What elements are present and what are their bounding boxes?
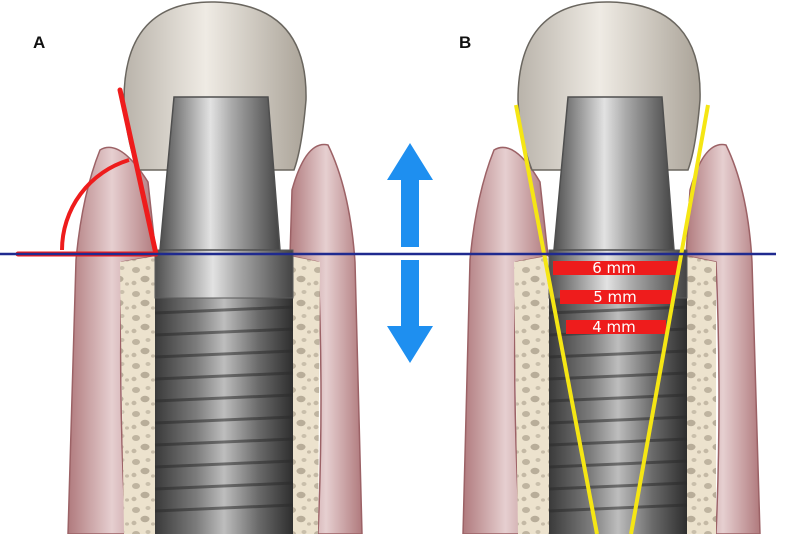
abutment: [159, 96, 281, 251]
measurement-label-4mm: 4 mm: [592, 318, 636, 336]
gingiva-left-b: [462, 146, 549, 534]
panel-label-a: A: [33, 33, 45, 52]
measurement-bar-4mm: [566, 320, 666, 334]
gingiva-right: [289, 143, 363, 534]
taper-lines: [514, 104, 710, 534]
alveolar-bone-b: [514, 256, 716, 534]
abutment-b: [553, 96, 675, 251]
implant-threads: [154, 295, 294, 534]
implant-collar: [154, 249, 294, 299]
panel-b: 6 mm 5 mm 4 mm B: [459, 1, 761, 534]
measurement-label-6mm: 6 mm: [592, 259, 636, 277]
panel-a: A: [15, 1, 363, 534]
measurement-label-5mm: 5 mm: [593, 288, 637, 306]
alveolar-bone: [120, 256, 320, 534]
gingiva-left: [67, 146, 157, 534]
measurement-bar-6mm: [553, 261, 680, 275]
measurement-bars: 6 mm 5 mm 4 mm: [553, 259, 680, 336]
measurement-bar-5mm: [560, 290, 672, 304]
double-headed-vertical-arrow-icon: [387, 143, 433, 363]
panel-label-b: B: [459, 33, 471, 52]
